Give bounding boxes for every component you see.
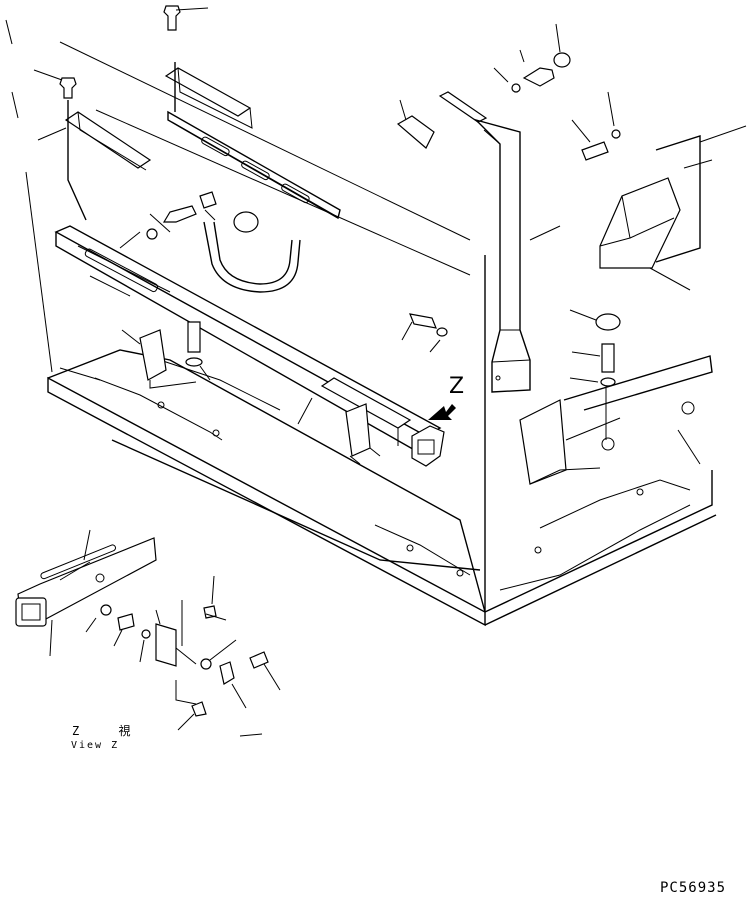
cab-outline-lines bbox=[6, 20, 470, 372]
drawing-code: PC56935 bbox=[660, 880, 727, 896]
view-z-arrow bbox=[428, 404, 456, 420]
view-marker-label: Z bbox=[449, 374, 465, 399]
fasteners-right-top bbox=[494, 24, 620, 160]
floor-frame bbox=[48, 255, 716, 625]
curved-pipe bbox=[204, 212, 300, 292]
screw-parts bbox=[34, 6, 208, 140]
brackets bbox=[122, 330, 380, 464]
vertical-pillar bbox=[398, 92, 560, 392]
lower-rail bbox=[56, 226, 444, 466]
fasteners-center bbox=[120, 192, 216, 380]
detail-view-z bbox=[16, 530, 280, 736]
right-floor-bracket bbox=[520, 310, 712, 484]
fasteners-center-right bbox=[402, 314, 447, 352]
side-duct bbox=[600, 126, 746, 290]
view-caption-jp: Z 視 bbox=[72, 724, 147, 738]
upper-rail bbox=[168, 112, 340, 218]
top-trim-pieces bbox=[66, 62, 252, 220]
view-caption-en: View Z bbox=[71, 740, 120, 751]
